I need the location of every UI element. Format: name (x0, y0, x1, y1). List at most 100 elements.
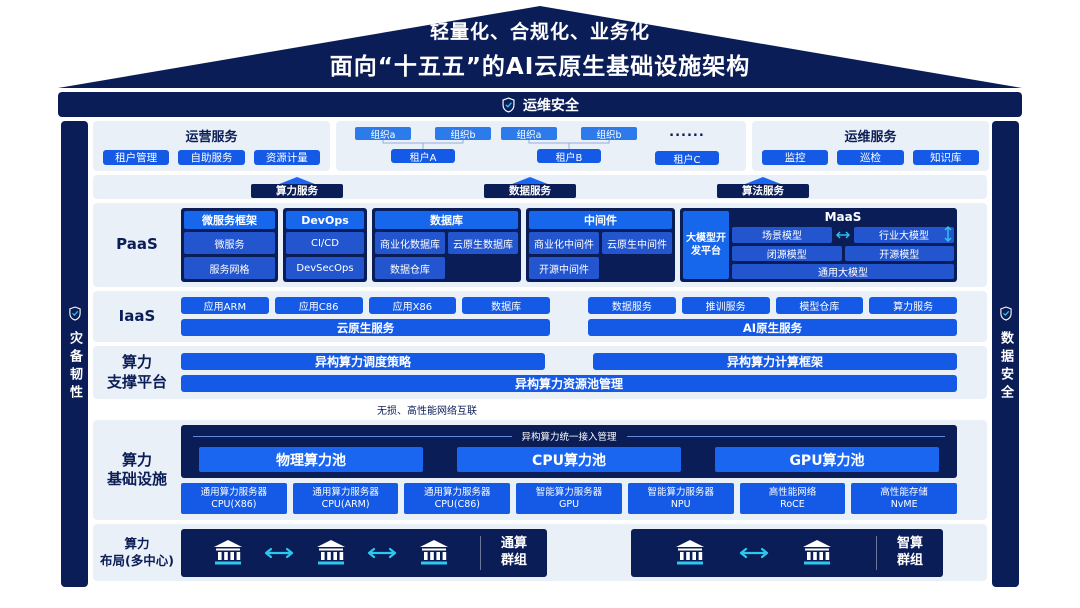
physical-pool: 物理算力池 (199, 447, 423, 472)
ops-security-label: 运维安全 (523, 97, 579, 114)
chip-resource-metering: 资源计量 (253, 150, 320, 165)
divider (876, 535, 877, 570)
chip-database: 数据库 (462, 297, 550, 314)
group-item: 服务网格 (184, 257, 275, 279)
tenants-panel: 组织a 组织b 租户A 组织a 组织b 租户B (336, 121, 746, 171)
server-chip: 通用算力服务器 CPU(ARM) (292, 483, 399, 514)
operation-services-panel: 运营服务 租户管理 自助服务 资源计量 (93, 121, 330, 171)
group-title: 数据库 (375, 211, 518, 229)
chip-app-arm: 应用ARM (181, 297, 269, 314)
group-title: 中间件 (529, 211, 672, 229)
paas-row: PaaS 微服务框架 微服务 服务网格 DevOps CI/CD DevSecO… (93, 203, 987, 287)
ellipsis: ...... (669, 125, 705, 140)
services-row: 运营服务 租户管理 自助服务 资源计量 组织a 组织b 租户A (93, 121, 989, 171)
cloud-native-half: 应用ARM 应用C86 应用X86 数据库 云原生服务 (181, 297, 550, 336)
shield-check-icon (502, 96, 515, 113)
compute-pool-box: 异构算力统一接入管理 物理算力池 CPU算力池 GPU算力池 (181, 425, 957, 478)
server-chip: 智能算力服务器 GPU (516, 483, 622, 514)
cloud-native-items: 应用ARM 应用C86 应用X86 数据库 (181, 297, 550, 314)
compute-layout-label: 算力 布局(多中心) (93, 524, 181, 581)
ai-native-half: 数据服务 推训服务 模型仓库 算力服务 AI原生服务 (588, 297, 957, 336)
paas-label: PaaS (116, 235, 158, 254)
server-name: 通用算力服务器 (200, 486, 268, 498)
compute-layout-row: 算力 布局(多中心) (93, 524, 987, 581)
label-line: 群组 (896, 552, 923, 568)
tenant-chip: 租户C (655, 151, 719, 166)
tenant-chip: 租户A (391, 149, 455, 164)
data-security-label: 数据安全 (998, 330, 1013, 403)
group-item: 开源中间件 (529, 257, 599, 279)
server-chip: 高性能网络 RoCE (739, 483, 846, 514)
org-chip: 组织a (355, 127, 411, 141)
group-item: 闭源模型 (732, 245, 842, 261)
support-platform-label: 算力 支撑平台 (93, 346, 181, 399)
server-chip: 高性能存储 NvME (851, 483, 958, 514)
shield-check-icon (68, 305, 81, 321)
iaas-content: 应用ARM 应用C86 应用X86 数据库 云原生服务 数据服务 推训服务 模型… (181, 291, 987, 342)
service-arrows-row: 算力服务 数据服务 算法服务 (93, 175, 987, 199)
group-item: 微服务 (184, 232, 275, 254)
paas-group-maas: 大模型开发平台 MaaS 场景模型 行业大模型 闭源模型 开源模型 (680, 208, 957, 282)
tenant-group-b: 组织a 组织b 租户B (496, 127, 642, 165)
label-line: 智算 (896, 535, 923, 551)
server-name: 高性能存储 (880, 486, 928, 498)
resource-pool-mgmt-bar: 异构算力资源池管理 (181, 375, 957, 392)
server-type: CPU(X86) (211, 498, 257, 510)
arrow-label: 算法服务 (717, 183, 809, 198)
operation-services-items: 租户管理 自助服务 资源计量 (103, 150, 320, 165)
group-title: DevOps (286, 211, 364, 229)
maintenance-services-panel: 运维服务 监控 巡检 知识库 (752, 121, 989, 171)
chip-app-c86: 应用C86 (274, 297, 363, 314)
paas-group-microservice: 微服务框架 微服务 服务网格 (181, 208, 278, 282)
support-platform-row: 算力 支撑平台 异构算力调度策略 异构算力计算框架 异构算力资源池管理 (93, 346, 987, 399)
infrastructure-label: 算力 基础设施 (93, 420, 181, 520)
label-line: 群组 (500, 552, 527, 568)
compute-layout-content: 通算 群组 (181, 524, 987, 581)
spacer (448, 257, 518, 279)
ai-compute-cluster: 智算 群组 (631, 528, 943, 577)
cloud-native-bar: 云原生服务 (181, 319, 550, 336)
datacenter-building-icon (316, 540, 345, 565)
tenant-group-a: 组织a 组织b 租户A (350, 127, 496, 165)
infrastructure-content: 异构算力统一接入管理 物理算力池 CPU算力池 GPU算力池 通用算力服务器 C… (181, 420, 987, 520)
group-item: 商业化数据库 (375, 232, 445, 254)
support-top-bars: 异构算力调度策略 异构算力计算框架 (181, 353, 957, 370)
label-line: 布局(多中心) (100, 552, 174, 568)
bidirectional-arrow-icon (264, 547, 294, 558)
resilience-label: 灾备韧性 (67, 330, 82, 403)
server-name: 智能算力服务器 (535, 486, 603, 498)
paas-group-database: 数据库 商业化数据库 云原生数据库 数据仓库 (372, 208, 521, 282)
server-type: RoCE (780, 498, 805, 510)
divider (480, 535, 481, 570)
cpu-pool: CPU算力池 (457, 447, 681, 472)
server-chip: 智能算力服务器 NPU (627, 483, 734, 514)
chip-monitoring: 监控 (762, 150, 829, 165)
group-item: 数据仓库 (375, 257, 445, 279)
group-item: 开源模型 (844, 245, 954, 261)
datacenter-building-icon (803, 540, 832, 565)
group-item: DevSecOps (286, 257, 364, 279)
ai-cluster-label: 智算 群组 (887, 536, 933, 570)
server-type: NPU (670, 498, 691, 510)
paas-groups: 微服务框架 微服务 服务网格 DevOps CI/CD DevSecOps 数据… (181, 203, 987, 287)
label-line: 算力 (121, 353, 152, 371)
server-name: 通用算力服务器 (424, 486, 491, 498)
server-type: CPU(ARM) (321, 498, 370, 510)
maintenance-services-title: 运维服务 (844, 130, 897, 145)
scheduling-strategy-bar: 异构算力调度策略 (181, 353, 545, 370)
server-type: GPU (558, 498, 580, 510)
cluster-buildings (641, 540, 866, 565)
bracket-line (626, 435, 946, 437)
access-management-row: 异构算力统一接入管理 (193, 429, 946, 443)
chip-train-infer-service: 推训服务 (681, 297, 770, 314)
chip-compute-service: 算力服务 (869, 297, 957, 314)
general-compute-cluster: 通算 群组 (181, 528, 547, 577)
spacer (602, 257, 672, 279)
ai-native-items: 数据服务 推训服务 模型仓库 算力服务 (588, 297, 957, 314)
org-chip: 组织a (501, 127, 557, 141)
server-type: NvME (890, 498, 918, 510)
iaas-label: IaaS (118, 306, 156, 325)
data-security-sidebar: 数据安全 (992, 121, 1019, 587)
group-item: 场景模型 (732, 227, 832, 243)
chip-app-x86: 应用X86 (368, 297, 457, 314)
